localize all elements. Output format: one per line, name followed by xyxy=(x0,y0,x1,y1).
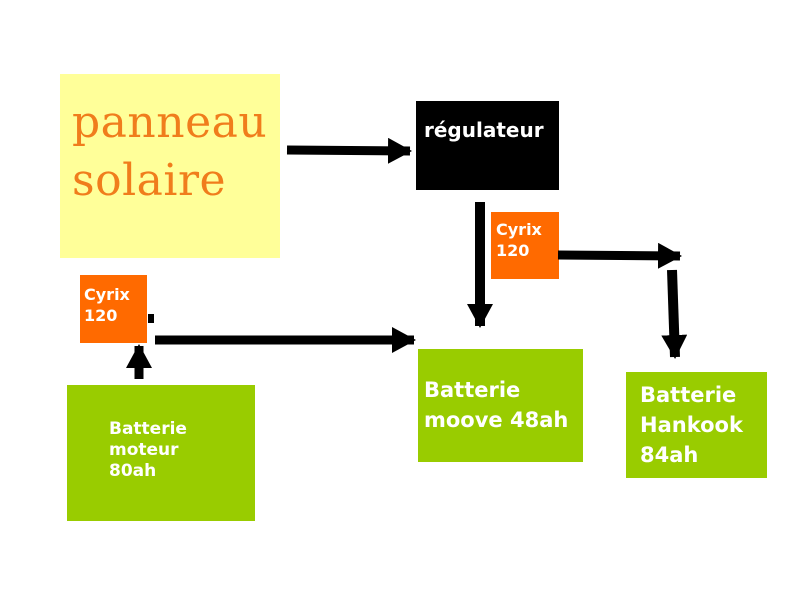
battery-hankook-box: Batterie Hankook 84ah xyxy=(626,372,767,478)
battery-motor-label-line3: 80ah xyxy=(109,461,157,481)
battery-hankook-label-line1: Batterie xyxy=(640,383,737,407)
battery-moove-box: Batterie moove 48ah xyxy=(418,349,583,462)
battery-motor-box: Batterie moteur 80ah xyxy=(67,385,255,521)
cyrix-right-label-line1: Cyrix xyxy=(496,220,542,239)
arrow-cyrix-right-horizontal xyxy=(557,242,682,269)
cyrix-left-label-line1: Cyrix xyxy=(84,285,130,304)
battery-hankook-label-line2: Hankook xyxy=(640,413,743,437)
solar-panel-box: panneau solaire xyxy=(60,74,280,258)
solar-panel-label-line1: panneau xyxy=(72,97,268,148)
cyrix-right-label-line2: 120 xyxy=(496,241,530,260)
arrow-to-hankook xyxy=(661,269,688,359)
battery-motor-label-line2: moteur xyxy=(109,440,179,460)
battery-moove-label-line1: Batterie xyxy=(424,378,521,402)
battery-moove-label-line2: moove 48ah xyxy=(424,408,569,432)
regulator-box: régulateur xyxy=(416,101,559,190)
cyrix-left-label-line2: 120 xyxy=(84,306,118,325)
regulator-label: régulateur xyxy=(424,118,544,142)
battery-motor-label-line1: Batterie xyxy=(109,419,187,439)
arrow-solar-to-regulator xyxy=(286,137,412,164)
solar-panel-label-line2: solaire xyxy=(72,155,227,206)
cyrix-left-box: Cyrix 120 xyxy=(80,275,147,343)
battery-hankook-label-line3: 84ah xyxy=(640,443,699,467)
cyrix-left-connector-stub xyxy=(148,314,154,323)
cyrix-right-box: Cyrix 120 xyxy=(491,212,559,279)
